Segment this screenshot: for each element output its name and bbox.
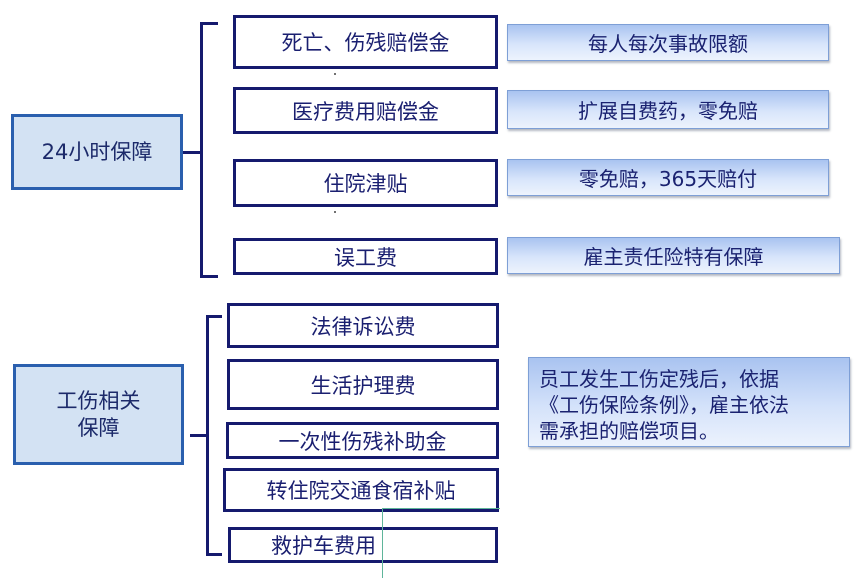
connector-line <box>183 151 202 154</box>
item-label: 救护车费用 <box>271 534 376 558</box>
description-line: 员工发生工伤定残后，依据 <box>539 367 779 391</box>
bracket-bottom-stub <box>200 275 218 278</box>
bracket-bottom-stub <box>206 553 222 556</box>
note-self-paid-drugs: 扩展自费药，零免赔 <box>507 90 829 129</box>
coverage-item-transfer-travel-lodging: 转住院交通食宿补贴 <box>223 468 499 512</box>
guide-line-horizontal <box>382 508 500 509</box>
item-label: 生活护理费 <box>310 373 416 398</box>
note-label: 每人每次事故限额 <box>588 32 748 56</box>
description-line: 需承担的赔偿项目。 <box>539 419 719 443</box>
bracket-top-stub <box>200 22 218 25</box>
coverage-item-ambulance: 救护车费用 <box>228 527 498 563</box>
note-per-accident-limit: 每人每次事故限额 <box>507 24 829 61</box>
coverage-item-nursing-care: 生活护理费 <box>227 359 499 410</box>
guide-line-vertical <box>382 508 383 578</box>
item-label: 一次性伤残补助金 <box>278 429 447 454</box>
item-label: 死亡、伤残赔偿金 <box>281 31 450 55</box>
category-work-injury-coverage: 工伤相关 保障 <box>13 364 184 465</box>
note-label: 扩展自费药，零免赔 <box>578 99 758 123</box>
stray-dot <box>334 73 336 75</box>
description-line: 《工伤保险条例》，雇主依法 <box>539 393 789 417</box>
coverage-item-lost-wages: 误工费 <box>233 238 498 275</box>
category-label: 24小时保障 <box>41 139 153 164</box>
connector-line <box>190 434 209 437</box>
note-zero-deductible-365: 零免赔，365天赔付 <box>507 159 829 196</box>
work-injury-description: 员工发生工伤定残后，依据 《工伤保险条例》，雇主依法 需承担的赔偿项目。 <box>528 357 850 447</box>
note-label: 零免赔，365天赔付 <box>578 167 758 191</box>
note-employer-liability-exclusive: 雇主责任险特有保障 <box>507 237 840 274</box>
category-24h-coverage: 24小时保障 <box>11 114 183 190</box>
coverage-item-death-disability: 死亡、伤残赔偿金 <box>233 15 498 69</box>
item-label: 医疗费用赔偿金 <box>292 99 439 124</box>
item-label: 误工费 <box>334 245 397 270</box>
stray-dot <box>334 211 336 213</box>
category-label-line1: 工伤相关 <box>56 388 141 413</box>
coverage-item-medical: 医疗费用赔偿金 <box>233 87 498 134</box>
item-label: 住院津贴 <box>323 172 408 196</box>
bracket-vertical <box>200 22 203 278</box>
bracket-top-stub <box>206 315 222 318</box>
coverage-item-disability-subsidy: 一次性伤残补助金 <box>226 422 499 459</box>
coverage-item-hospital-allowance: 住院津贴 <box>233 159 498 207</box>
bracket-vertical <box>206 315 209 556</box>
coverage-item-legal-fees: 法律诉讼费 <box>227 303 499 348</box>
item-label: 法律诉讼费 <box>310 314 416 339</box>
note-label: 雇主责任险特有保障 <box>583 245 764 269</box>
item-label: 转住院交通食宿补贴 <box>266 479 456 503</box>
category-label-line2: 保障 <box>77 415 120 440</box>
